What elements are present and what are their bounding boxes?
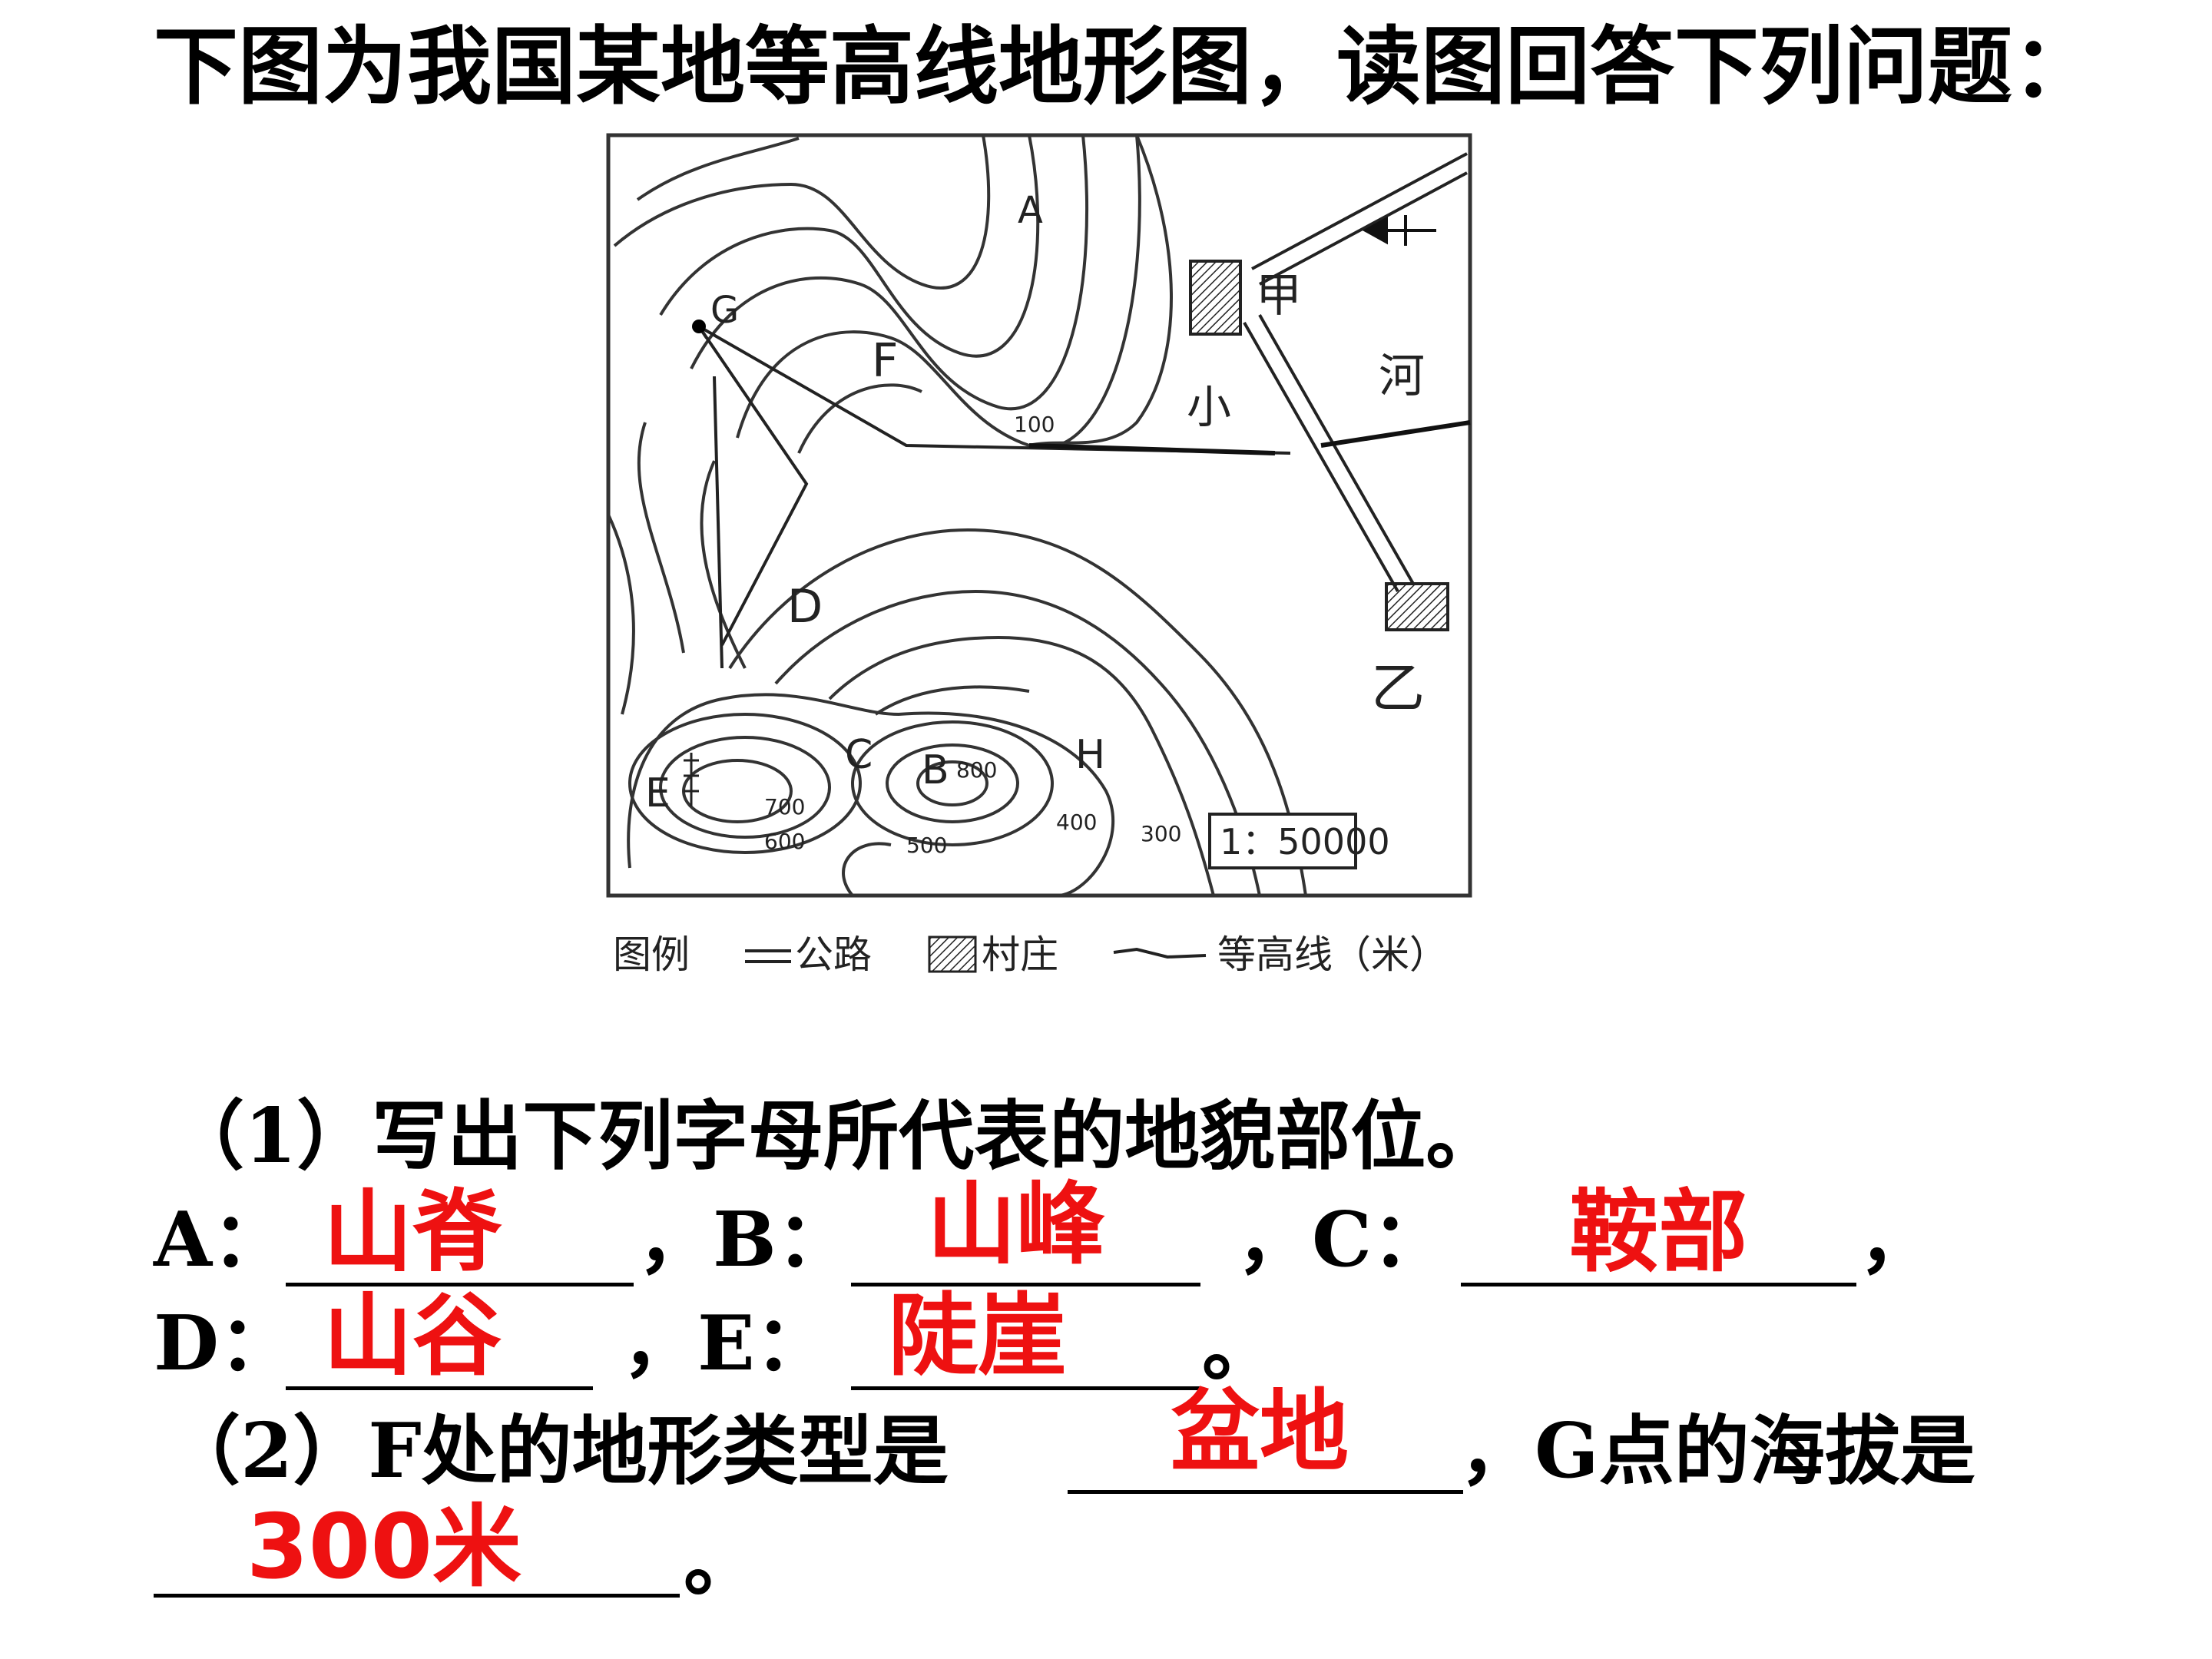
q2-g-blank[interactable] bbox=[154, 1594, 680, 1598]
label-a: A bbox=[1018, 189, 1043, 232]
q2-g-answer: 300米 bbox=[246, 1495, 522, 1599]
village-yi bbox=[1385, 582, 1449, 631]
q1-e-tail: 。 bbox=[1202, 1303, 1278, 1392]
q2-tail: 。 bbox=[684, 1518, 760, 1607]
contour-lines bbox=[607, 134, 1307, 897]
q1-a-blank[interactable] bbox=[286, 1283, 634, 1286]
q1-a-answer: 山脊 bbox=[323, 1181, 502, 1284]
contour-800: 800 bbox=[956, 757, 997, 783]
label-c: C bbox=[845, 732, 873, 778]
q1-c-blank[interactable] bbox=[1461, 1283, 1856, 1286]
q1-prompt: （1）写出下列字母所代表的地貌部位。 bbox=[169, 1092, 1502, 1181]
legend-title: 图例 bbox=[613, 932, 690, 977]
contour-500: 500 bbox=[906, 833, 947, 858]
north-arrow-icon bbox=[1362, 215, 1436, 246]
label-jia: 甲 bbox=[1256, 269, 1302, 323]
label-f: F bbox=[872, 334, 899, 388]
q1-c-tail: ， bbox=[1859, 1196, 1935, 1284]
legend-village: 村庄 bbox=[982, 932, 1058, 977]
q2-f-answer: 盆地 bbox=[1171, 1380, 1349, 1484]
q1-d-label: D： bbox=[154, 1300, 294, 1388]
map-frame bbox=[606, 133, 1472, 898]
point-g bbox=[692, 320, 706, 333]
q1-b-label: ，B： bbox=[637, 1196, 852, 1284]
question-heading: 下图为我国某地等高线地形图，读图回答下列问题： bbox=[154, 17, 2097, 116]
scale-box bbox=[1208, 813, 1357, 869]
label-yi: 乙 bbox=[1371, 657, 1425, 720]
q1-c-label: ，C： bbox=[1237, 1196, 1447, 1284]
q1-a-label: A： bbox=[154, 1196, 288, 1284]
legend: 图例 公路 村庄 等高线（米） bbox=[613, 932, 1448, 977]
q1-e-answer: 陡崖 bbox=[889, 1284, 1067, 1388]
q1-c-answer: 鞍部 bbox=[1569, 1181, 1748, 1284]
village-jia bbox=[1189, 260, 1242, 336]
label-g: G bbox=[710, 289, 739, 332]
q2-prompt-mid: ，G点的海拔是 bbox=[1459, 1407, 1975, 1495]
label-b: B bbox=[922, 747, 949, 793]
label-d: D bbox=[787, 580, 823, 634]
q1-d-answer: 山谷 bbox=[323, 1284, 502, 1388]
q2-f-blank[interactable] bbox=[1068, 1490, 1463, 1494]
contour-map: A G F 甲 河 小 D 乙 E C B H 100 800 700 600 … bbox=[606, 133, 1472, 977]
q1-b-answer: 山峰 bbox=[927, 1173, 1105, 1277]
label-h: H bbox=[1075, 732, 1105, 778]
contour-100: 100 bbox=[1014, 412, 1055, 437]
label-e: E bbox=[645, 770, 671, 816]
contour-400: 400 bbox=[1056, 810, 1097, 835]
q1-e-blank[interactable] bbox=[851, 1386, 1200, 1390]
label-xiao: 小 bbox=[1187, 381, 1231, 433]
cliff-marker bbox=[684, 753, 699, 806]
q1-d-blank[interactable] bbox=[286, 1386, 593, 1390]
contour-700: 700 bbox=[764, 794, 805, 820]
q1-e-label: ，E： bbox=[622, 1300, 830, 1388]
scale-text: 1：50000 bbox=[1220, 821, 1390, 863]
label-he: 河 bbox=[1379, 349, 1425, 403]
legend-road: 公路 bbox=[795, 932, 872, 977]
contour-300: 300 bbox=[1141, 821, 1181, 846]
legend-contour: 等高线（米） bbox=[1217, 932, 1448, 977]
contour-600: 600 bbox=[764, 829, 805, 854]
q2-prompt-start: （2）F处的地形类型是 bbox=[165, 1407, 949, 1495]
river bbox=[1028, 420, 1471, 455]
q1-b-blank[interactable] bbox=[851, 1283, 1200, 1286]
